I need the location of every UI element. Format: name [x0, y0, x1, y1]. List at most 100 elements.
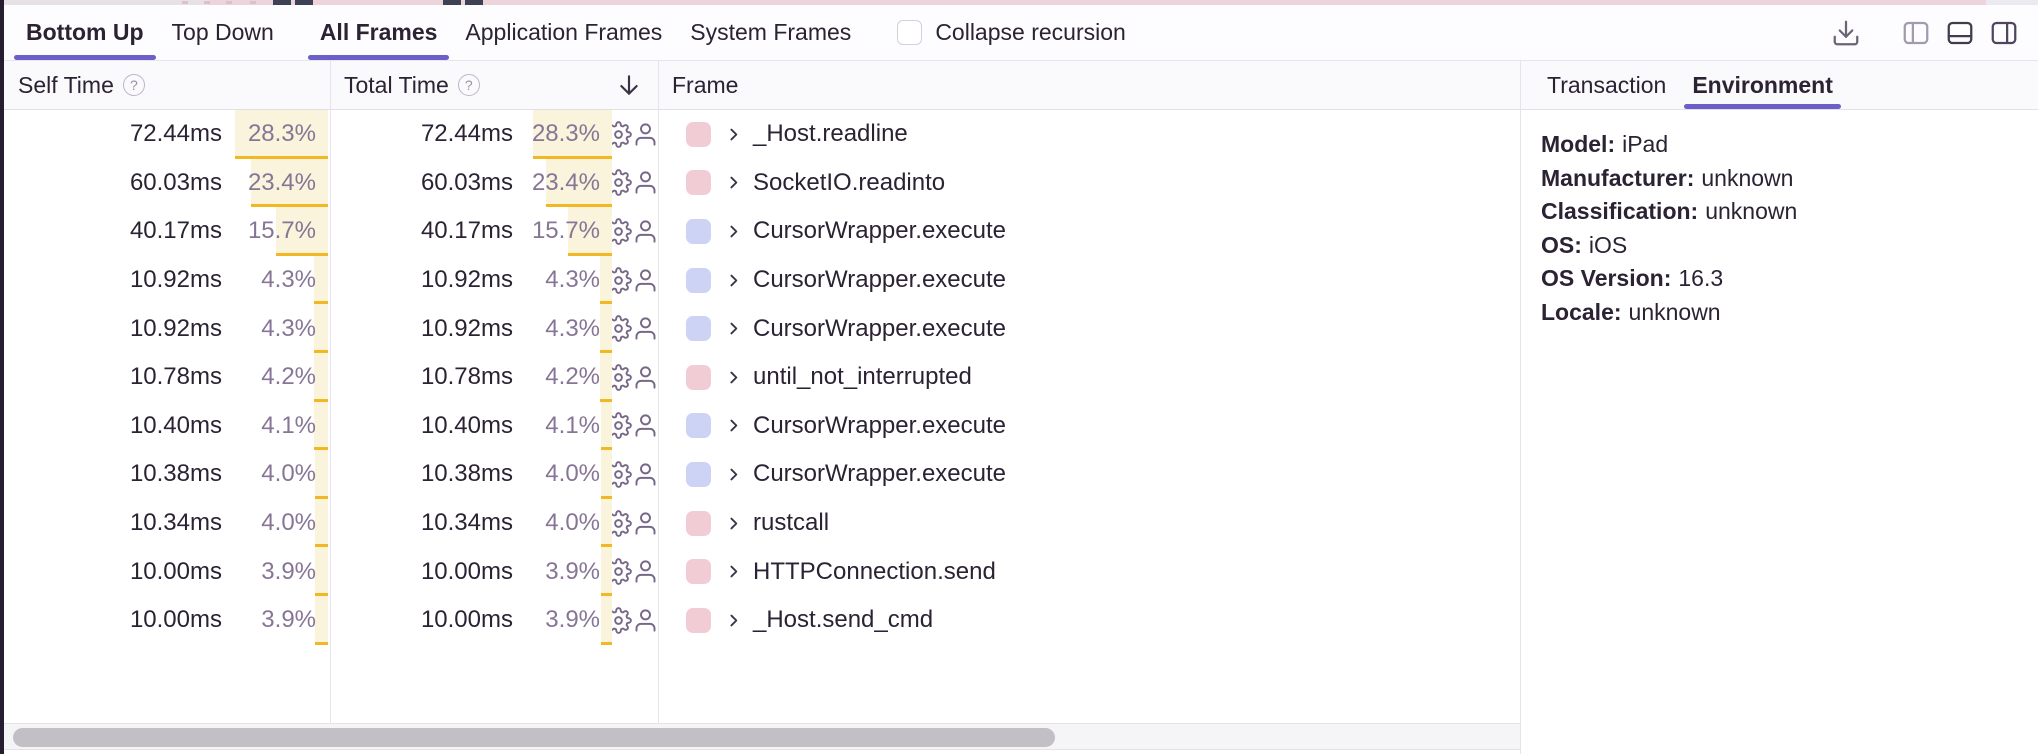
- total-time-value: 40.17ms: [421, 217, 513, 245]
- total-time-value: 10.78ms: [421, 363, 513, 391]
- self-time-value: 10.00ms: [130, 606, 222, 634]
- frame-name: CursorWrapper.execute: [753, 266, 1006, 294]
- chevron-right-icon[interactable]: [725, 369, 742, 386]
- layout-table-right-icon: [1989, 18, 2019, 48]
- collapse-recursion-checkbox[interactable]: [897, 20, 922, 45]
- self-time-percent: 4.0%: [226, 509, 328, 537]
- chevron-right-icon[interactable]: [725, 466, 742, 483]
- tab-all-frames[interactable]: All Frames: [312, 5, 446, 60]
- frame-color-chip: [686, 268, 711, 293]
- tab-application-frames[interactable]: Application Frames: [457, 5, 670, 60]
- chevron-right-icon[interactable]: [725, 126, 742, 143]
- total-time-value: 10.00ms: [421, 558, 513, 586]
- frame-color-chip: [686, 559, 711, 584]
- frame-color-chip: [686, 365, 711, 390]
- tab-top-down[interactable]: Top Down: [164, 5, 282, 60]
- frame-color-chip: [686, 413, 711, 438]
- env-manufacturer: Manufacturer:unknown: [1541, 162, 2018, 196]
- self-time-percent: 4.3%: [226, 315, 328, 343]
- self-time-percent: 4.2%: [226, 363, 328, 391]
- chevron-right-icon[interactable]: [725, 174, 742, 191]
- application-frame-person-icon: [632, 169, 659, 196]
- self-time-label: Self Time: [18, 72, 114, 99]
- chevron-right-icon[interactable]: [725, 612, 742, 629]
- download-button[interactable]: [1824, 11, 1868, 55]
- frame-name: HTTPConnection.send: [753, 558, 996, 586]
- frame-name: SocketIO.readinto: [753, 169, 945, 197]
- table-row[interactable]: 10.92ms 4.3% 10.92ms 4.3%: [4, 256, 1520, 305]
- table-row[interactable]: 10.34ms 4.0% 10.34ms 4.0%: [4, 499, 1520, 548]
- table-row[interactable]: 10.78ms 4.2% 10.78ms 4.2%: [4, 353, 1520, 402]
- minimap-tick: [226, 1, 232, 4]
- collapse-recursion-control: Collapse recursion: [897, 19, 1125, 46]
- total-time-value: 10.34ms: [421, 509, 513, 537]
- self-time-value: 10.78ms: [130, 363, 222, 391]
- total-time-percent: 15.7%: [517, 217, 612, 245]
- scrollbar-thumb[interactable]: [13, 728, 1055, 747]
- total-time-value: 60.03ms: [421, 169, 513, 197]
- frame-label: Frame: [672, 72, 738, 99]
- total-time-percent: 23.4%: [517, 169, 612, 197]
- chevron-right-icon[interactable]: [725, 417, 742, 434]
- total-time-percent: 3.9%: [517, 558, 612, 586]
- application-frame-person-icon: [632, 315, 659, 342]
- frame-color-chip: [686, 122, 711, 147]
- column-header-total-time[interactable]: Total Time ?: [330, 61, 658, 109]
- layout-table-left-icon: [1901, 18, 1931, 48]
- env-classification: Classification:unknown: [1541, 195, 2018, 229]
- help-icon[interactable]: ?: [123, 74, 145, 96]
- horizontal-scrollbar[interactable]: [4, 723, 1520, 750]
- table-row[interactable]: 10.40ms 4.1% 10.40ms 4.1%: [4, 402, 1520, 451]
- self-time-percent: 3.9%: [226, 558, 328, 586]
- layout-table-right-button[interactable]: [1982, 11, 2026, 55]
- chevron-right-icon[interactable]: [725, 223, 742, 240]
- details-panel-tabs: Transaction Environment: [1521, 61, 2038, 110]
- application-frame-person-icon: [632, 607, 659, 634]
- tab-transaction[interactable]: Transaction: [1541, 61, 1672, 109]
- tab-bottom-up[interactable]: Bottom Up: [18, 5, 152, 60]
- collapse-recursion-label[interactable]: Collapse recursion: [935, 19, 1125, 46]
- details-panel: Transaction Environment Model:iPad Manuf…: [1521, 61, 2038, 754]
- chevron-right-icon[interactable]: [725, 563, 742, 580]
- table-row[interactable]: 10.38ms 4.0% 10.38ms 4.0%: [4, 450, 1520, 499]
- chevron-right-icon[interactable]: [725, 272, 742, 289]
- environment-details: Model:iPad Manufacturer:unknown Classifi…: [1521, 110, 2038, 347]
- frames-table-header: Self Time ? Total Time ? Frame: [4, 61, 1520, 110]
- table-row[interactable]: 10.00ms 3.9% 10.00ms 3.9%: [4, 547, 1520, 596]
- self-time-percent: 3.9%: [226, 606, 328, 634]
- layout-table-bottom-button[interactable]: [1938, 11, 1982, 55]
- minimap-tick: [182, 1, 188, 4]
- total-time-percent: 4.2%: [517, 363, 612, 391]
- table-row[interactable]: 10.92ms 4.3% 10.92ms 4.3%: [4, 304, 1520, 353]
- column-header-self-time[interactable]: Self Time ?: [4, 61, 330, 109]
- total-time-percent: 4.3%: [517, 266, 612, 294]
- tab-environment[interactable]: Environment: [1686, 61, 1839, 109]
- frame-name: CursorWrapper.execute: [753, 315, 1006, 343]
- table-row[interactable]: 40.17ms 15.7% 40.17ms 15.7%: [4, 207, 1520, 256]
- layout-table-left-button[interactable]: [1894, 11, 1938, 55]
- sort-descending-arrow-icon[interactable]: [616, 72, 642, 98]
- table-row[interactable]: 60.03ms 23.4% 60.03ms 23.4%: [4, 159, 1520, 208]
- application-frame-person-icon: [632, 558, 659, 585]
- table-row[interactable]: 10.00ms 3.9% 10.00ms 3.9%: [4, 596, 1520, 645]
- chevron-right-icon[interactable]: [725, 320, 742, 337]
- minimap-tick: [204, 1, 210, 4]
- application-frame-person-icon: [632, 218, 659, 245]
- frame-name: CursorWrapper.execute: [753, 412, 1006, 440]
- self-time-percent: 23.4%: [226, 169, 328, 197]
- self-time-percent: 15.7%: [226, 217, 328, 245]
- env-model: Model:iPad: [1541, 128, 2018, 162]
- chevron-right-icon[interactable]: [725, 515, 742, 532]
- frame-color-chip: [686, 608, 711, 633]
- total-time-value: 10.92ms: [421, 266, 513, 294]
- total-time-label: Total Time: [344, 72, 449, 99]
- help-icon[interactable]: ?: [458, 74, 480, 96]
- tab-system-frames[interactable]: System Frames: [682, 5, 859, 60]
- column-header-frame[interactable]: Frame: [658, 61, 1520, 109]
- self-time-percent: 28.3%: [226, 120, 328, 148]
- application-frame-person-icon: [632, 121, 659, 148]
- frame-name: _Host.readline: [753, 120, 908, 148]
- frame-color-chip: [686, 316, 711, 341]
- table-row[interactable]: 72.44ms 28.3% 72.44ms 28.3%: [4, 110, 1520, 159]
- frame-color-chip: [686, 511, 711, 536]
